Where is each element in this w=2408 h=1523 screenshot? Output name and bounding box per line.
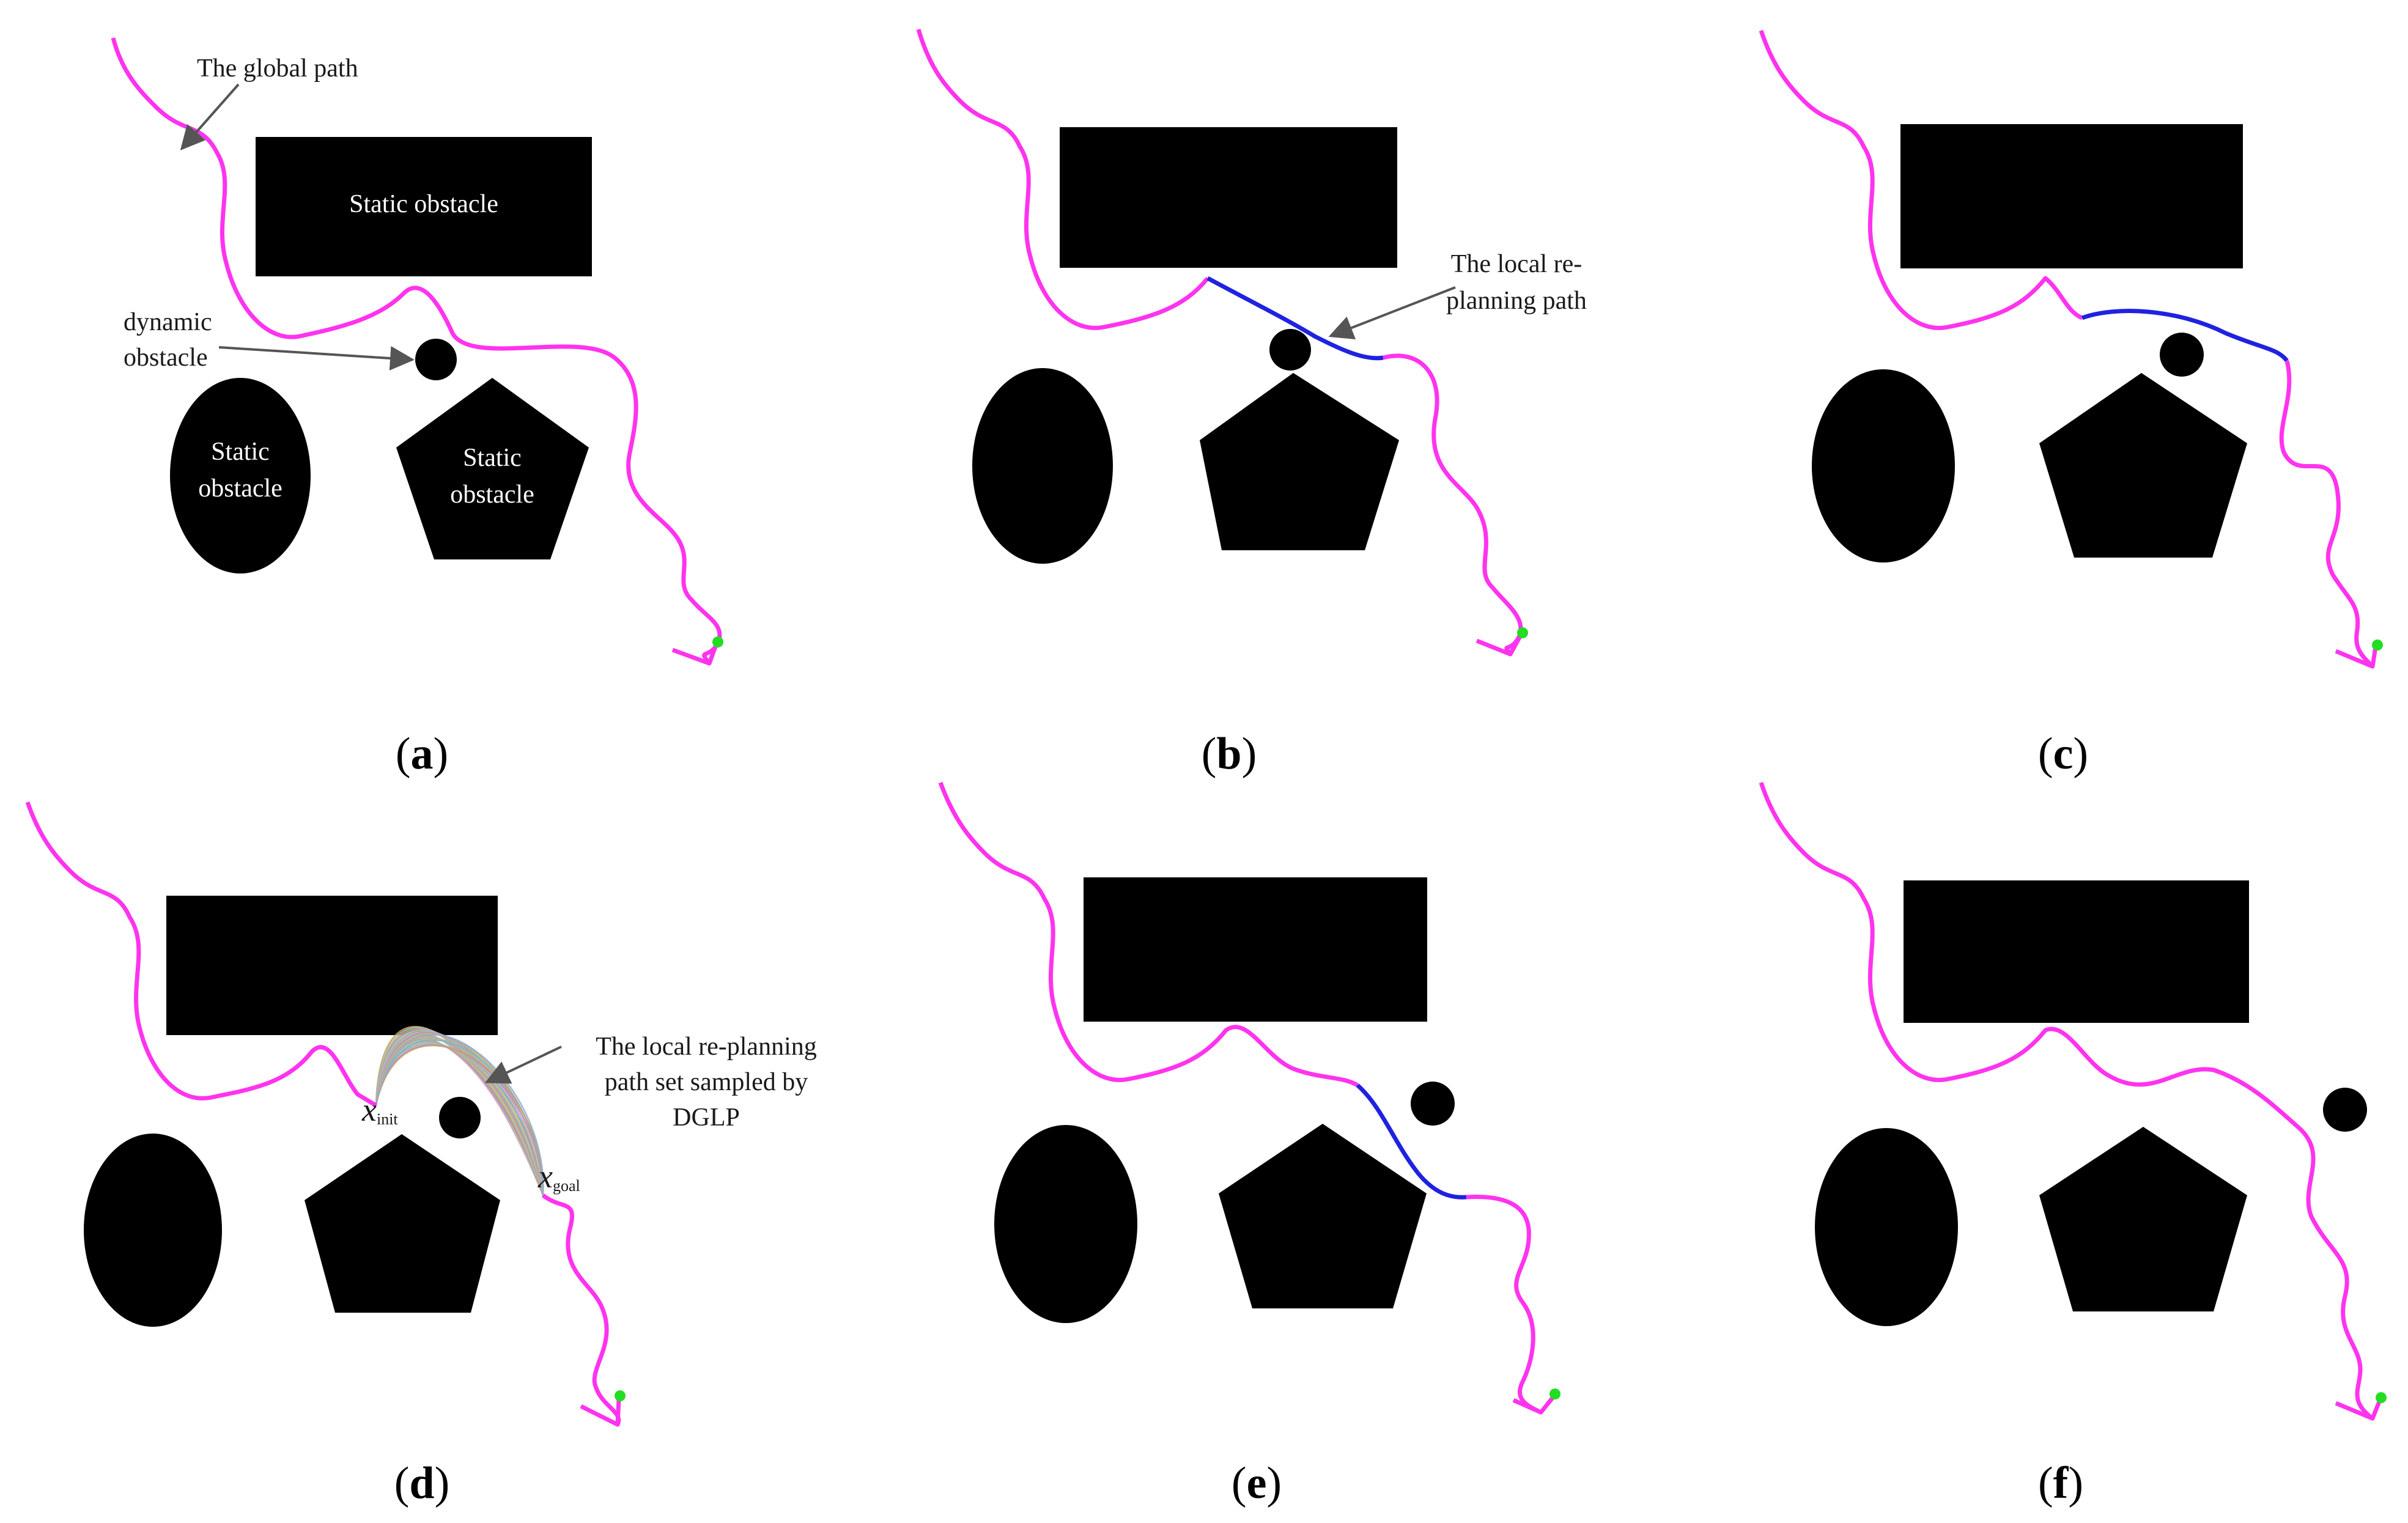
dynamic-obstacle xyxy=(415,339,457,380)
goal-point xyxy=(1517,627,1528,638)
global-path xyxy=(1759,29,2083,330)
static-obstacle-rect xyxy=(166,896,498,1035)
global-path-tail xyxy=(1466,1195,1543,1415)
local-replanning-path xyxy=(1206,276,1384,361)
caption-d: (d) xyxy=(394,1458,449,1508)
panel-f: (f) xyxy=(1759,781,2387,1508)
dynamic-obstacle-label-1: dynamic xyxy=(124,308,212,336)
goal-point xyxy=(615,1390,626,1401)
static-obstacle-ellipse xyxy=(170,378,311,573)
global-path xyxy=(111,37,722,666)
goal-point xyxy=(1549,1388,1560,1399)
global-path xyxy=(916,29,1210,330)
global-path-tail xyxy=(2279,360,2375,669)
static-obstacle-rect xyxy=(256,137,592,276)
dynamic-obstacle-label-2: obstacle xyxy=(124,344,208,372)
panel-c: (c) xyxy=(1759,29,2383,779)
local-replanning-path xyxy=(1356,1083,1467,1200)
panel-e: (e) xyxy=(938,781,1560,1508)
global-path-end xyxy=(1508,633,1524,655)
path-set-label-1: The local re-planning xyxy=(596,1033,817,1061)
global-path xyxy=(938,781,1359,1088)
goal-point xyxy=(2372,640,2383,651)
dynamic-obstacle xyxy=(2323,1088,2367,1132)
sampled-path xyxy=(375,1044,544,1196)
local-replanning-path xyxy=(2081,309,2289,363)
static-obstacle-pentagon xyxy=(1219,1124,1427,1308)
global-path-end xyxy=(2370,1399,2382,1420)
path-set-label-2: path set sampled by xyxy=(605,1068,808,1096)
static-obstacle-pentagon xyxy=(305,1134,500,1313)
sampled-path-set xyxy=(375,1025,544,1196)
static-obstacle-ellipse xyxy=(972,368,1113,564)
caption-b: (b) xyxy=(1202,729,1257,779)
global-path-arrow xyxy=(180,83,240,150)
x-init-label: xinit xyxy=(361,1091,398,1128)
caption-f: (f) xyxy=(2038,1458,2083,1508)
path-set-arrow xyxy=(484,1045,562,1084)
global-path-label: The global path xyxy=(197,54,358,83)
global-path xyxy=(25,801,377,1108)
static-obstacle-rect xyxy=(1900,124,2243,268)
caption-c: (c) xyxy=(2038,729,2088,779)
local-path-label-1: The local re- xyxy=(1451,250,1583,278)
dynamic-obstacle xyxy=(2160,333,2204,377)
global-path-tail xyxy=(541,1193,621,1427)
static-ellipse-label-1: Static xyxy=(211,438,270,466)
static-obstacle-pentagon xyxy=(2039,373,2247,558)
static-obstacle-pentagon xyxy=(2039,1127,2247,1311)
global-path-end xyxy=(2370,646,2378,667)
caption-a: (a) xyxy=(396,729,448,779)
global-path-end xyxy=(1539,1395,1555,1414)
static-rect-label: Static obstacle xyxy=(349,190,498,218)
static-obstacle-rect xyxy=(1904,880,2249,1023)
global-path xyxy=(1759,781,2375,1421)
static-obstacle-ellipse xyxy=(1815,1128,1958,1326)
static-obstacle-ellipse xyxy=(84,1134,222,1327)
static-obstacle-pentagon xyxy=(1200,373,1399,550)
static-obstacle-rect xyxy=(1084,877,1427,1022)
panel-b: The local re- planning path (b) xyxy=(916,29,1587,779)
goal-point xyxy=(712,636,723,647)
x-goal-label: xgoal xyxy=(537,1158,580,1195)
panel-a: The global path Static obstacle Static o… xyxy=(111,37,723,779)
path-set-label-3: DGLP xyxy=(673,1104,740,1132)
static-ellipse-label-2: obstacle xyxy=(198,474,283,503)
static-obstacle-ellipse xyxy=(994,1125,1137,1323)
panel-d: xinit xgoal The local re-planning path s… xyxy=(25,801,817,1508)
static-obstacle-ellipse xyxy=(1812,369,1955,562)
caption-e: (e) xyxy=(1232,1458,1282,1508)
sampled-path xyxy=(375,1034,544,1196)
dynamic-obstacle xyxy=(1411,1082,1455,1126)
static-pentagon-label-2: obstacle xyxy=(450,481,534,509)
global-path-end xyxy=(615,1398,621,1425)
static-obstacle-pentagon xyxy=(396,378,589,559)
goal-point xyxy=(2376,1392,2387,1403)
dynamic-obstacle xyxy=(439,1097,481,1138)
local-path-label-2: planning path xyxy=(1446,287,1587,315)
dynamic-obstacle-arrow xyxy=(218,345,415,371)
local-path-arrow xyxy=(1328,286,1456,340)
static-pentagon-label-1: Static xyxy=(463,444,522,472)
static-obstacle-rect xyxy=(1060,127,1397,268)
global-path-tail xyxy=(1383,353,1523,657)
dynamic-obstacle xyxy=(1269,329,1311,371)
